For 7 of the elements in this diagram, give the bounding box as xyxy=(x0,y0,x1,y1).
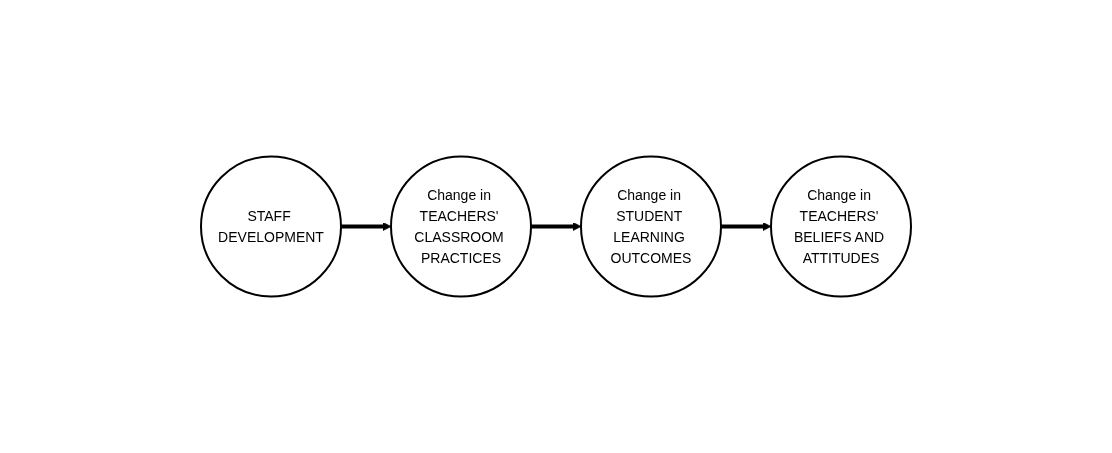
node-circle: STAFF DEVELOPMENT xyxy=(200,155,342,298)
arrow xyxy=(341,222,392,231)
node-circle: Change in STUDENT LEARNING OUTCOMES xyxy=(580,155,722,298)
arrow xyxy=(721,222,772,231)
arrow xyxy=(531,222,582,231)
node-circle: Change in TEACHERS' BELIEFS AND ATTITUDES xyxy=(770,155,912,298)
node-circle: Change in TEACHERS' CLASSROOM PRACTICES xyxy=(390,155,532,298)
